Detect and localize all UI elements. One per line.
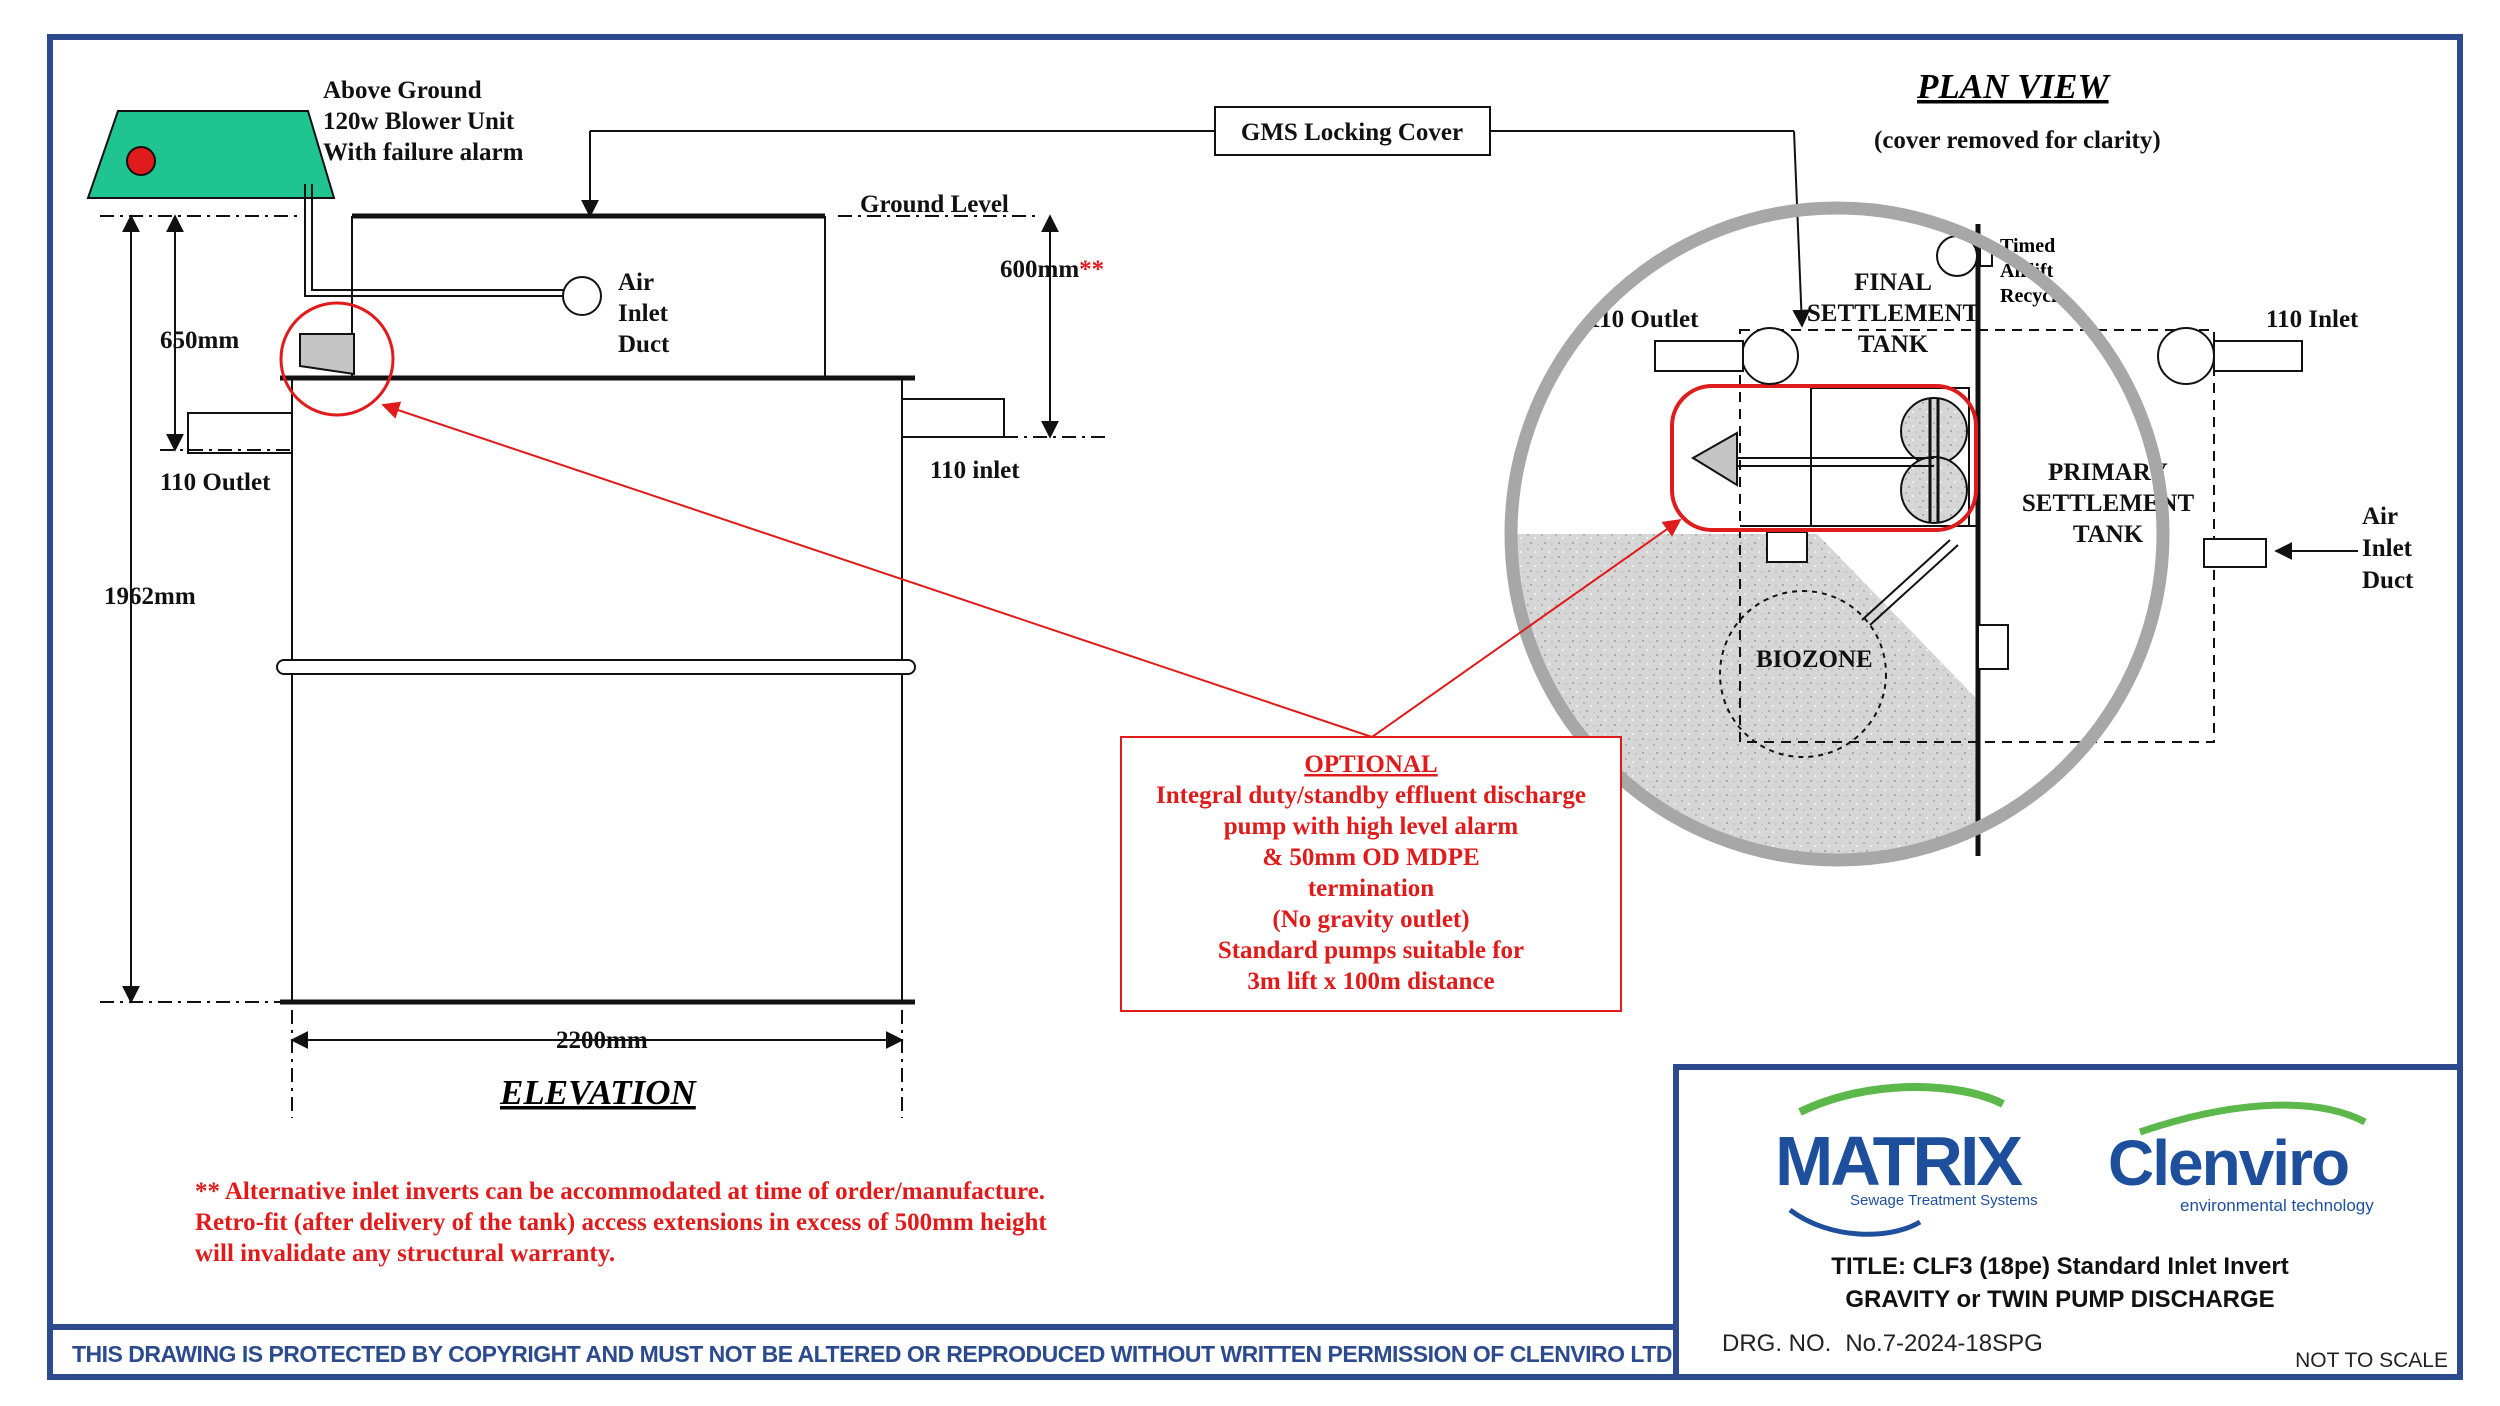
matrix-logo: MATRIX [1775,1122,2023,1200]
elevation-view: Above Ground 120w Blower Unit With failu… [86,77,1108,1118]
optional-line-3: & 50mm OD MDPE [1262,844,1479,871]
plan-inlet-icon [2157,327,2215,385]
blower-label-2: 120w Blower Unit [323,108,515,135]
plan-subtitle: (cover removed for clarity) [1874,127,2161,154]
clenviro-swoosh-icon [2138,1101,2367,1136]
optional-highlight-plan [1670,384,1978,532]
plan-inlet-label: 110 Inlet [2266,306,2359,333]
air-pipe [304,184,568,297]
plan-view: PLAN VIEW (cover removed for clarity) BI… [1504,67,2414,867]
blower-unit-icon [86,110,336,199]
title-block: MATRIX Sewage Treatment Systems Clenviro… [1673,1064,2463,1380]
cover-callout: GMS Locking Cover [581,106,1811,328]
plan-air-duct-icon [2203,538,2267,568]
dim-600: 600mm** [1000,256,1104,283]
inlet-label: 110 inlet [930,457,1020,484]
biozone-label: BIOZONE [1756,646,1873,673]
note-line-2: Retro-fit (after delivery of the tank) a… [195,1209,1047,1236]
failure-alarm-icon [126,146,156,176]
cover-label-box [1214,106,1491,156]
air-inlet-label-3: Duct [618,331,670,358]
elevation-title: ELEVATION [499,1073,698,1112]
plan-air-inlet-label-2: Inlet [2362,535,2413,562]
optional-heading: OPTIONAL [1304,751,1437,778]
plan-air-inlet-label-1: Air [2362,503,2398,530]
optional-line-4: termination [1308,875,1434,902]
note-line-1: ** Alternative inlet inverts can be acco… [195,1178,1045,1205]
blower-label-1: Above Ground [323,77,482,104]
plan-pump-cone-icon [1691,431,1738,487]
optional-line-7: 3m lift x 100m distance [1247,968,1494,995]
ground-level-label: Ground Level [860,191,1009,218]
optional-box [1120,736,1622,1012]
final-settlement-label-3: TANK [1858,331,1929,358]
inlet-note: ** Alternative inlet inverts can be acco… [195,1178,1047,1267]
matrix-swoosh-icon [1798,1082,2005,1116]
timed-airlift-label-1: Timed [2000,235,2055,257]
tank-rib [276,659,916,675]
optional-line-5: (No gravity outlet) [1272,906,1469,933]
pump-1-icon [1900,397,1968,465]
baffle [1861,539,1951,621]
plan-tank-ring [1504,201,2170,867]
scale-note: NOT TO SCALE [2295,1349,2448,1372]
pump-cone-icon [299,333,355,376]
plan-outlet-icon [1741,327,1799,385]
primary-settlement-label-1: PRIMARY [2048,459,2168,486]
clenviro-tagline: environmental technology [2180,1196,2374,1215]
air-inlet-label-2: Inlet [618,300,669,327]
dim-2200: 2200mm [556,1027,648,1054]
drawing-title-1: TITLE: CLF3 (18pe) Standard Inlet Invert [1831,1253,2288,1280]
dim-1962: 1962mm [104,583,196,610]
dim-650: 650mm [160,327,239,354]
primary-settlement-label-3: TANK [2073,521,2144,548]
inlet-pipe [901,398,1005,438]
cover-label: GMS Locking Cover [1241,119,1463,146]
biozone-circle [1719,590,1887,758]
optional-line-2: pump with high level alarm [1224,813,1519,840]
drg-number: DRG. NO.No.7-2024-18SPG [1722,1330,2043,1357]
blower-label-3: With failure alarm [323,139,524,166]
plan-air-inlet-label-3: Duct [2362,567,2414,594]
clenviro-logo: Clenviro [2108,1127,2348,1199]
final-settlement-label-2: SETTLEMENT [1807,300,1980,327]
air-inlet-label-1: Air [618,269,654,296]
optional-line-1: Integral duty/standby effluent discharge [1156,782,1586,809]
drawing-border [47,34,2463,1380]
outlet-label: 110 Outlet [160,469,271,496]
plan-title: PLAN VIEW [1916,67,2111,106]
outlet-pipe [187,412,293,454]
optional-callout: OPTIONAL Integral duty/standby effluent … [381,401,1682,1012]
copyright-notice: THIS DRAWING IS PROTECTED BY COPYRIGHT A… [72,1341,1672,1367]
optional-line-6: Standard pumps suitable for [1218,937,1524,964]
note-line-3: will invalidate any structural warranty. [195,1240,615,1267]
optional-highlight-elevation [279,301,395,417]
matrix-tagline: Sewage Treatment Systems [1850,1192,2038,1209]
drawing-title-2: GRAVITY or TWIN PUMP DISCHARGE [1845,1286,2274,1313]
final-settlement-label-1: FINAL [1854,269,1932,296]
air-inlet-duct-icon [562,276,602,316]
